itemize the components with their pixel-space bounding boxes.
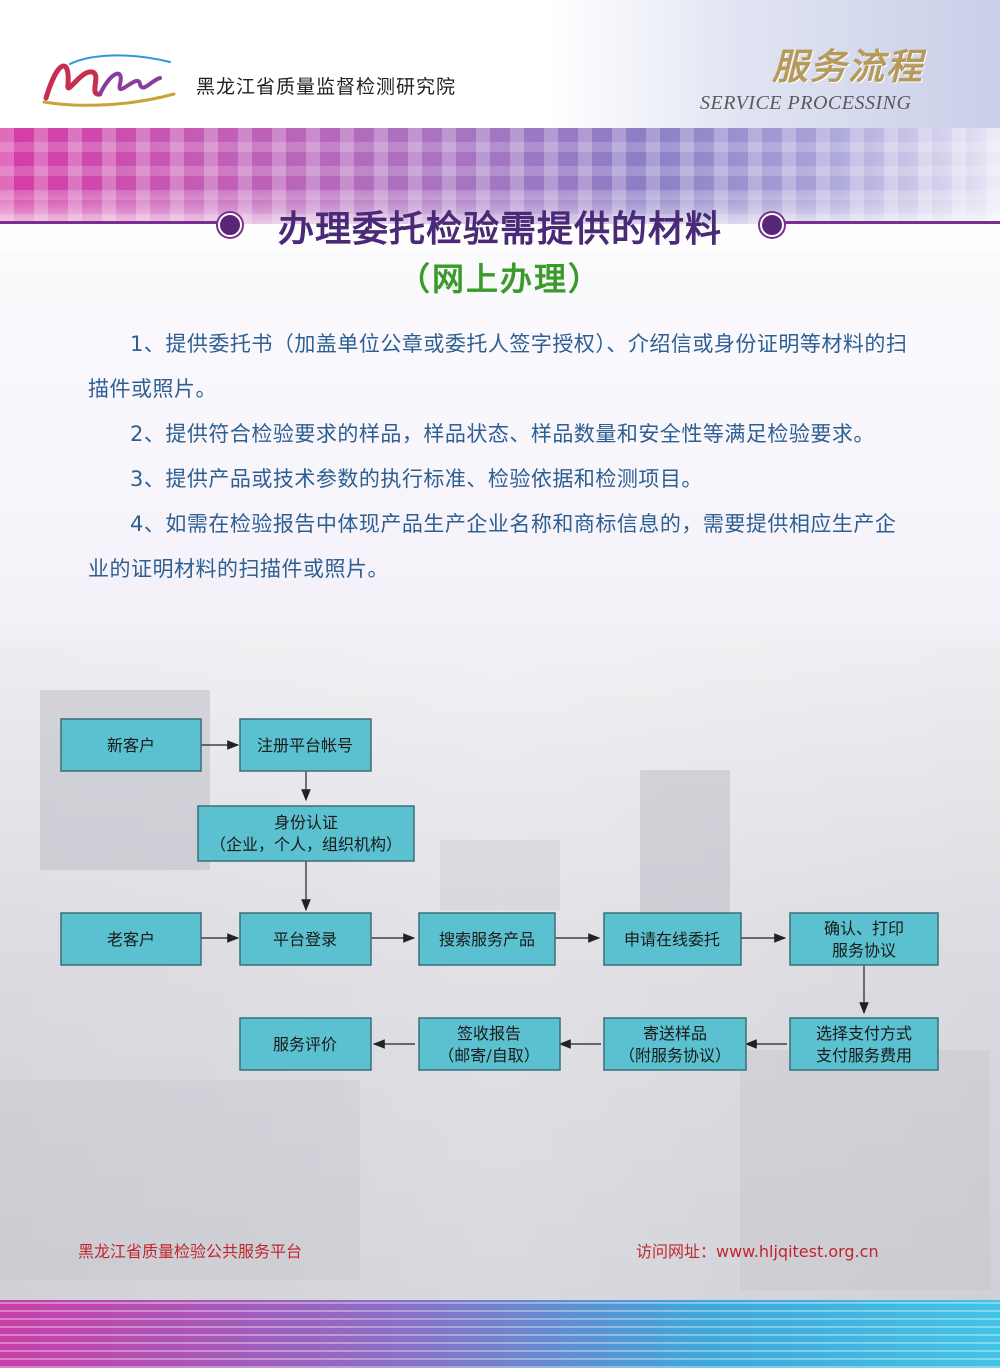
service-flowchart: 新客户 注册平台帐号 身份认证 （企业，个人，组织机构） 老客户 平台登录 搜索… (60, 718, 939, 1071)
material-item: 2、提供符合检验要求的样品，样品状态、样品数量和安全性等满足检验要求。 (130, 422, 875, 446)
flow-box-confirm: 确认、打印 服务协议 (789, 912, 939, 966)
flow-box-search: 搜索服务产品 (418, 912, 556, 966)
flow-box-payment: 选择支付方式 支付服务费用 (789, 1017, 939, 1071)
footer-band (0, 1300, 1000, 1368)
footer-website: 访问网址：www.hljqitest.org.cn (636, 1242, 879, 1261)
page-title: 办理委托检验需提供的材料 (277, 208, 722, 250)
flow-label: 服务评价 (273, 1035, 337, 1054)
flow-box-new-customer: 新客户 (60, 718, 202, 772)
institute-logo (42, 54, 176, 107)
organization-name: 黑龙江省质量监督检测研究院 (196, 76, 457, 98)
flow-label: 选择支付方式 (816, 1024, 912, 1043)
material-item: 3、提供产品或技术参数的执行标准、检验依据和检测项目。 (130, 467, 703, 491)
flow-box-register: 注册平台帐号 (239, 718, 372, 772)
title-dot-left (218, 213, 242, 237)
flow-box-receive-report: 签收报告 （邮寄/自取） (418, 1017, 561, 1071)
materials-list: 1、提供委托书（加盖单位公章或委托人签字授权）、介绍信或身份证明等材料的扫描件或… (88, 322, 914, 592)
footer-platform-name: 黑龙江省质量检验公共服务平台 (78, 1242, 303, 1261)
flow-label: 确认、打印 (824, 919, 904, 938)
page-subtitle: （网上办理） (397, 260, 602, 298)
flow-arrows (201, 740, 869, 1049)
section-brand-title: 服务流程 (772, 46, 925, 88)
decorative-band-fade (0, 190, 1000, 250)
title-rule-left (0, 221, 222, 224)
header: 黑龙江省质量监督检测研究院 服务流程 SERVICE PROCESSING (0, 0, 1000, 128)
flow-label: 新客户 (107, 736, 155, 755)
flow-label: 支付服务费用 (816, 1046, 912, 1065)
background-shape (640, 770, 730, 940)
flow-box-login: 平台登录 (239, 912, 372, 966)
flow-label: 身份认证 (274, 813, 338, 832)
material-item: 4、如需在检验报告中体现产品生产企业名称和商标信息的，需要提供相应生产企业的证明… (88, 512, 897, 581)
flow-label: （企业，个人，组织机构） (210, 835, 402, 854)
flow-box-apply: 申请在线委托 (603, 912, 742, 966)
title-rule-right (780, 221, 1000, 224)
flow-box-send-sample: 寄送样品 （附服务协议） (603, 1017, 747, 1071)
flow-box-old-customer: 老客户 (60, 912, 202, 966)
flow-label: 注册平台帐号 (257, 736, 353, 755)
title-dot-right (760, 213, 784, 237)
flow-label: 服务协议 (832, 941, 896, 960)
flow-label: （附服务协议） (619, 1046, 731, 1065)
flow-label: （邮寄/自取） (438, 1046, 539, 1065)
flow-box-evaluate: 服务评价 (239, 1017, 372, 1071)
section-brand-subtitle: SERVICE PROCESSING (700, 92, 912, 114)
flow-label: 老客户 (107, 930, 155, 949)
flow-box-identity: 身份认证 （企业，个人，组织机构） (197, 805, 415, 862)
flow-label: 搜索服务产品 (439, 930, 535, 949)
background-shape (0, 1080, 360, 1280)
background-shape (440, 840, 560, 910)
flow-label: 平台登录 (273, 930, 337, 949)
material-item: 1、提供委托书（加盖单位公章或委托人签字授权）、介绍信或身份证明等材料的扫描件或… (88, 332, 908, 401)
flow-label: 寄送样品 (643, 1024, 707, 1043)
flow-label: 申请在线委托 (624, 930, 720, 949)
flow-label: 签收报告 (457, 1024, 521, 1043)
footer-band-pattern (0, 1300, 1000, 1368)
background-shape (740, 1050, 990, 1290)
